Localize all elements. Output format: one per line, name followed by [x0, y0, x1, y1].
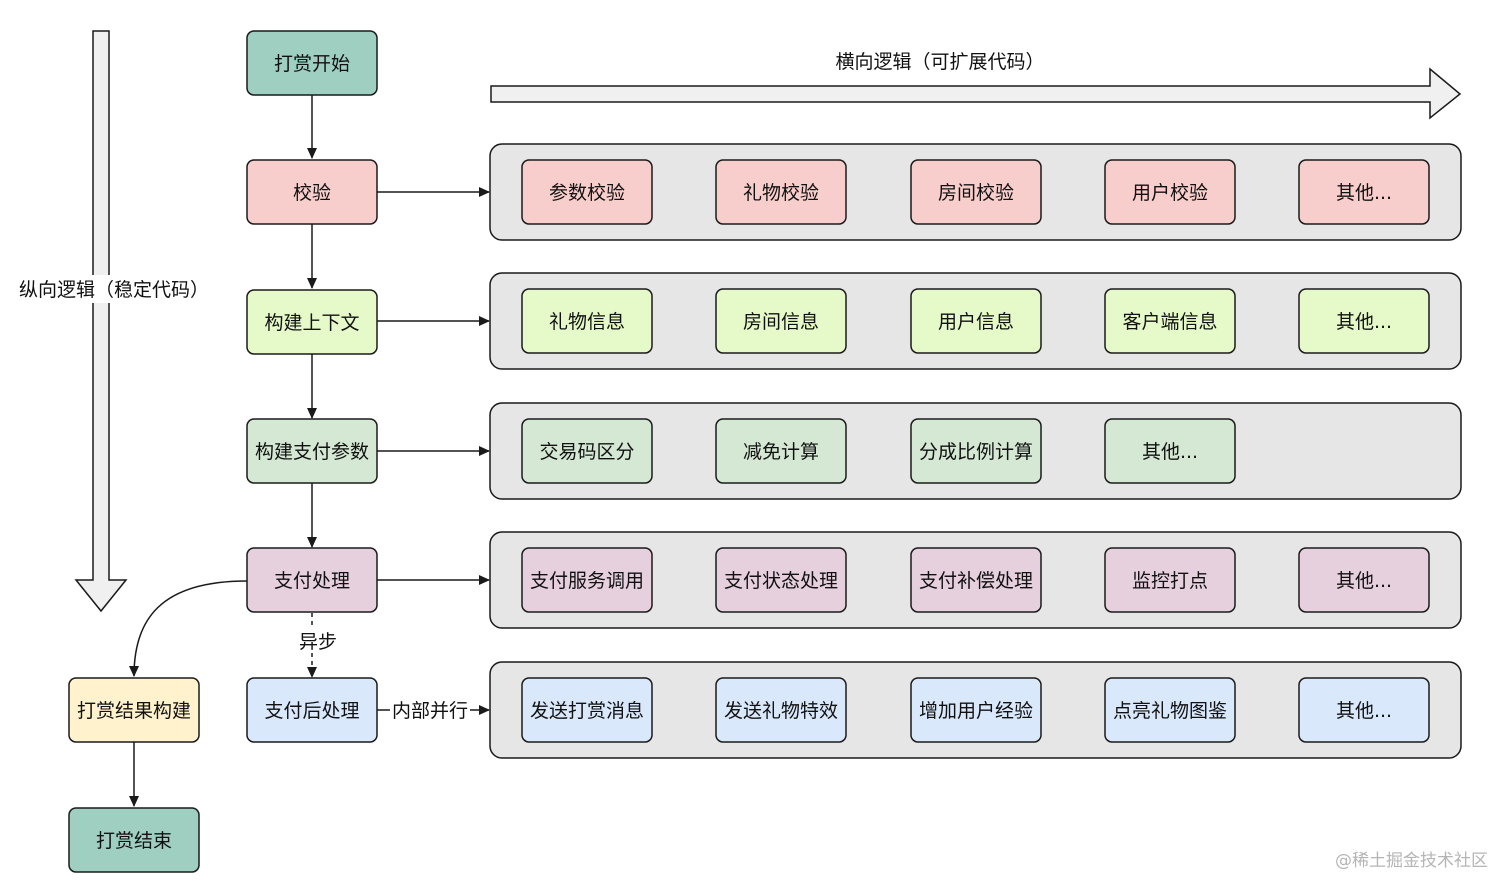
node-context: 构建上下文 [246, 289, 378, 355]
row-item-post-pay-1: 发送礼物特效 [715, 677, 847, 743]
row-item-context-4: 其他... [1298, 288, 1430, 354]
node-start: 打赏开始 [246, 30, 378, 96]
node-pay-params-label: 构建支付参数 [255, 441, 369, 463]
row-item-pay-params-1-label: 减免计算 [743, 441, 819, 463]
horizontal-logic-label: 横向逻辑（可扩展代码） [835, 51, 1044, 73]
row-item-validate-2-label: 房间校验 [938, 182, 1014, 204]
row-item-validate-1: 礼物校验 [715, 159, 847, 225]
row-item-pay-process-1: 支付状态处理 [715, 547, 847, 613]
row-item-post-pay-2: 增加用户经验 [910, 677, 1042, 743]
row-item-post-pay-0: 发送打赏消息 [521, 677, 653, 743]
node-build-result: 打赏结果构建 [68, 677, 200, 743]
row-item-pay-process-2-label: 支付补偿处理 [919, 570, 1033, 592]
row-item-context-3: 客户端信息 [1104, 288, 1236, 354]
row-item-post-pay-2-label: 增加用户经验 [919, 700, 1033, 722]
async-label: 异步 [299, 631, 337, 653]
parallel-label: 内部并行 [392, 700, 468, 722]
row-item-context-3-label: 客户端信息 [1122, 311, 1217, 333]
row-item-context-2: 用户信息 [910, 288, 1042, 354]
row-item-context-1-label: 房间信息 [743, 311, 819, 333]
row-item-pay-params-2-label: 分成比例计算 [919, 441, 1033, 463]
node-pay-params: 构建支付参数 [246, 418, 378, 484]
row-item-pay-params-3-label: 其他... [1142, 441, 1198, 463]
row-item-validate-2: 房间校验 [910, 159, 1042, 225]
row-item-post-pay-1-label: 发送礼物特效 [724, 700, 838, 722]
row-item-validate-3: 用户校验 [1104, 159, 1236, 225]
row-item-context-2-label: 用户信息 [938, 311, 1014, 333]
row-item-post-pay-0-label: 发送打赏消息 [530, 700, 644, 722]
row-item-context-4-label: 其他... [1336, 311, 1392, 333]
row-item-post-pay-3: 点亮礼物图鉴 [1104, 677, 1236, 743]
row-item-pay-process-1-label: 支付状态处理 [724, 570, 838, 592]
row-item-validate-3-label: 用户校验 [1132, 182, 1208, 204]
row-item-context-0-label: 礼物信息 [549, 311, 625, 333]
row-item-validate-0: 参数校验 [521, 159, 653, 225]
vertical-logic-arrow [74, 30, 128, 613]
row-item-pay-params-0: 交易码区分 [521, 418, 653, 484]
row-item-validate-1-label: 礼物校验 [743, 182, 819, 204]
node-end-label: 打赏结束 [96, 830, 172, 852]
row-item-pay-params-0-label: 交易码区分 [539, 441, 634, 463]
row-item-pay-process-4-label: 其他... [1336, 570, 1392, 592]
row-item-pay-params-1: 减免计算 [715, 418, 847, 484]
row-item-pay-process-4: 其他... [1298, 547, 1430, 613]
row-item-post-pay-3-label: 点亮礼物图鉴 [1113, 700, 1227, 722]
row-item-post-pay-4: 其他... [1298, 677, 1430, 743]
node-pay-process-label: 支付处理 [274, 570, 350, 592]
row-item-post-pay-4-label: 其他... [1336, 700, 1392, 722]
node-build-result-label: 打赏结果构建 [77, 700, 191, 722]
node-pay-process: 支付处理 [246, 547, 378, 613]
row-item-pay-process-3-label: 监控打点 [1132, 570, 1208, 592]
node-post-pay: 支付后处理 [246, 677, 378, 743]
watermark: @稀土掘金技术社区 [1335, 851, 1488, 871]
node-validate-label: 校验 [293, 182, 331, 204]
row-item-pay-params-2: 分成比例计算 [910, 418, 1042, 484]
vertical-logic-label: 纵向逻辑（稳定代码） [19, 279, 209, 301]
node-start-label: 打赏开始 [274, 53, 350, 75]
node-context-label: 构建上下文 [264, 312, 359, 334]
row-item-context-1: 房间信息 [715, 288, 847, 354]
row-item-validate-4-label: 其他... [1336, 182, 1392, 204]
row-containers: 参数校验礼物校验房间校验用户校验其他...礼物信息房间信息用户信息客户端信息其他… [489, 143, 1462, 759]
row-item-validate-0-label: 参数校验 [549, 182, 625, 204]
row-item-pay-process-3: 监控打点 [1104, 547, 1236, 613]
node-validate: 校验 [246, 159, 378, 225]
row-item-pay-process-2: 支付补偿处理 [910, 547, 1042, 613]
node-post-pay-label: 支付后处理 [264, 700, 359, 722]
row-item-context-0: 礼物信息 [521, 288, 653, 354]
horizontal-logic-arrow [490, 67, 1462, 120]
node-end: 打赏结束 [68, 807, 200, 873]
row-item-pay-params-3: 其他... [1104, 418, 1236, 484]
row-item-validate-4: 其他... [1298, 159, 1430, 225]
row-item-pay-process-0: 支付服务调用 [521, 547, 653, 613]
row-item-pay-process-0-label: 支付服务调用 [530, 570, 644, 592]
